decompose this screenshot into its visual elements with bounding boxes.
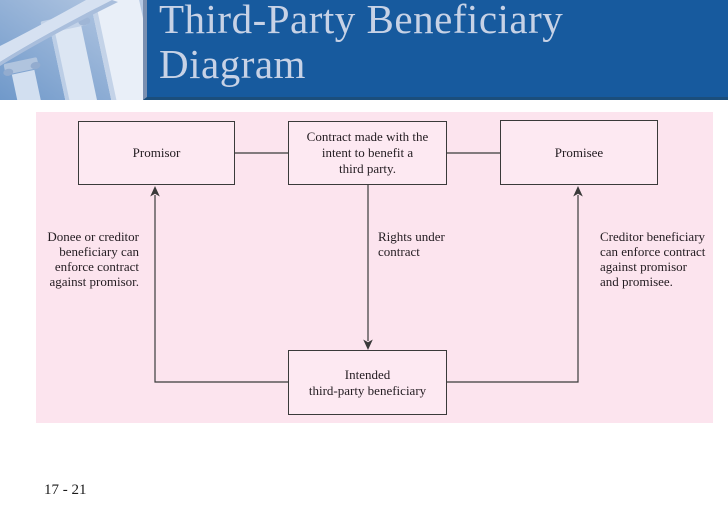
right-note-line: against promisor — [600, 259, 688, 274]
beneficiary-line: Intended — [344, 366, 391, 382]
beneficiary-line: third-party beneficiary — [308, 382, 427, 398]
right-note: Creditor beneficiary can enforce contrac… — [600, 229, 705, 289]
classical-columns-image — [0, 0, 143, 100]
contract-line: intent to benefit a — [321, 145, 414, 160]
promisor-box: Promisor — [78, 121, 235, 185]
left-note: Donee or creditor beneficiary can enforc… — [36, 229, 139, 289]
left-note-line: against promisor. — [49, 274, 139, 289]
contract-line: third party. — [339, 161, 396, 176]
contract-line: Contract made with the — [306, 129, 429, 144]
center-note-line: contract — [378, 244, 420, 259]
columns-illustration — [0, 0, 143, 100]
slide-title: Third-Party Beneficiary Diagram — [147, 0, 728, 87]
right-note-line: Creditor beneficiary — [600, 229, 706, 244]
contract-box: Contract made with the intent to benefit… — [288, 121, 447, 185]
left-note-line: beneficiary can — [59, 244, 139, 259]
slide-title-line2: Diagram — [159, 41, 306, 87]
title-bar: Third-Party Beneficiary Diagram — [143, 0, 728, 100]
beneficiary-box: Intended third-party beneficiary — [288, 350, 447, 415]
slide-header: Third-Party Beneficiary Diagram — [0, 0, 728, 100]
center-note-line: Rights under — [378, 229, 445, 244]
promisee-label: Promisee — [554, 144, 604, 160]
center-note: Rights under contract — [378, 229, 445, 259]
left-note-line: Donee or creditor — [47, 229, 139, 244]
right-note-line: and promisee. — [600, 274, 673, 289]
slide-title-line1: Third-Party Beneficiary — [159, 0, 564, 42]
promisor-label: Promisor — [132, 145, 181, 160]
page-number: 17 - 21 — [44, 482, 87, 498]
right-note-line: can enforce contract — [600, 244, 706, 259]
promisee-box: Promisee — [500, 120, 658, 185]
left-note-line: enforce contract — [54, 259, 139, 274]
